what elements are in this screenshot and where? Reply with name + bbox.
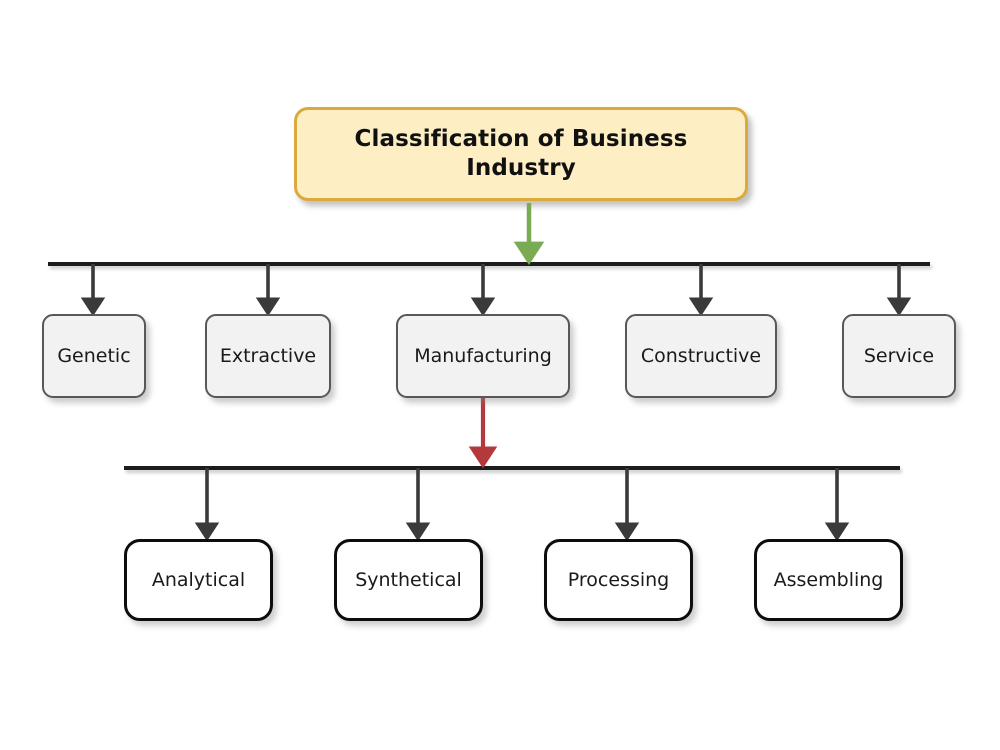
- level1-node-label: Service: [863, 345, 935, 367]
- root-node-label: Classification of Business Industry: [354, 126, 688, 181]
- level2-node-label: Analytical: [151, 569, 246, 591]
- root-node-classification-of-business-industry[interactable]: Classification of Business Industry: [294, 107, 748, 201]
- level1-node-label: Constructive: [640, 345, 762, 367]
- level2-node-synthetical[interactable]: Synthetical: [334, 539, 483, 621]
- level2-node-assembling[interactable]: Assembling: [754, 539, 903, 621]
- level1-node-label: Genetic: [57, 345, 131, 367]
- level1-node-label: Manufacturing: [414, 345, 552, 367]
- level2-node-label: Synthetical: [355, 569, 462, 591]
- level2-node-label: Assembling: [773, 569, 884, 591]
- level2-node-analytical[interactable]: Analytical: [124, 539, 273, 621]
- level1-node-service[interactable]: Service: [842, 314, 956, 398]
- level2-connector-bar: [124, 466, 900, 470]
- level2-node-label: Processing: [567, 569, 670, 591]
- level1-node-genetic[interactable]: Genetic: [42, 314, 146, 398]
- level2-node-processing[interactable]: Processing: [544, 539, 693, 621]
- level1-node-manufacturing[interactable]: Manufacturing: [396, 314, 570, 398]
- level1-node-extractive[interactable]: Extractive: [205, 314, 331, 398]
- level1-node-label: Extractive: [219, 345, 317, 367]
- level1-node-constructive[interactable]: Constructive: [625, 314, 777, 398]
- level1-connector-bar: [48, 262, 930, 266]
